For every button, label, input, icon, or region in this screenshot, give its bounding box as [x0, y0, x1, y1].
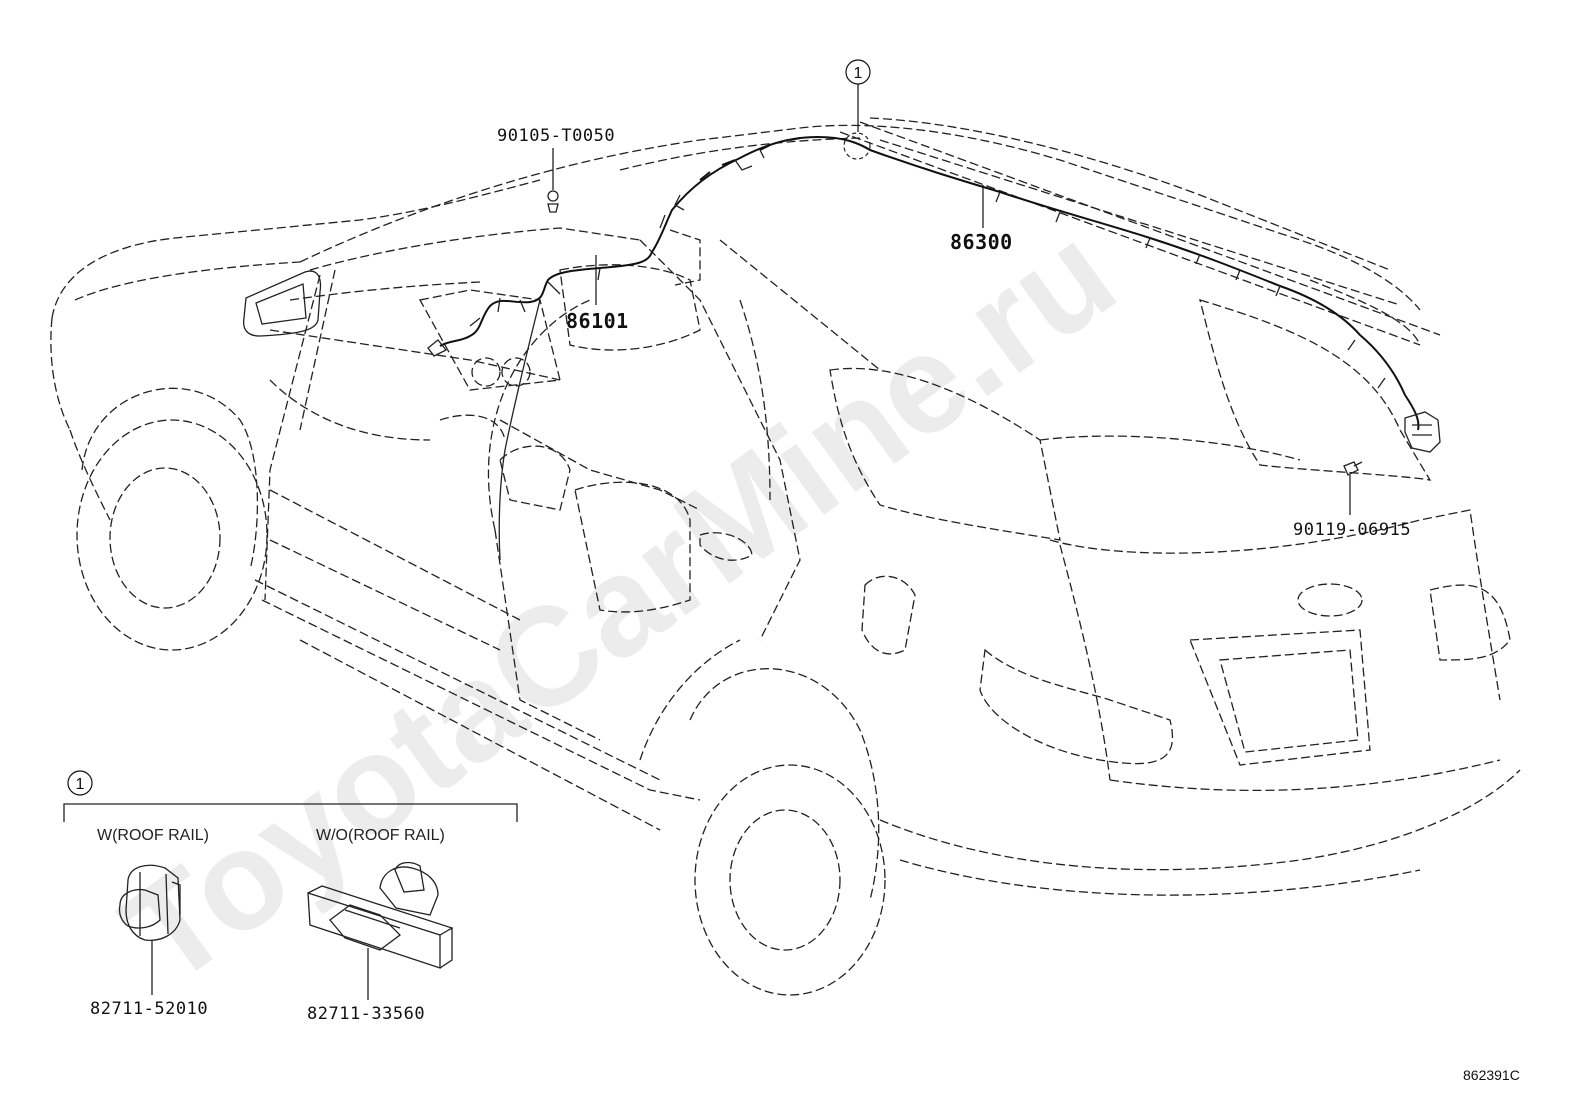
- callout-86300: 86300: [950, 230, 1013, 254]
- detail-marker-roof: 1: [845, 59, 871, 85]
- detail-marker-roof-number: 1: [854, 65, 863, 82]
- vehicle-body-outline: [50, 117, 1521, 996]
- detail-inset: 1 W(ROOF RAIL) W/O(ROOF RAIL): [63, 770, 518, 969]
- bolt-rear-icon: [1343, 461, 1363, 476]
- bolt-front-icon: [547, 190, 559, 213]
- callout-90105-T0050: 90105-T0050: [497, 126, 615, 146]
- wire-harness-86101: [427, 251, 653, 561]
- diagram-reference-code: 862391C: [1463, 1067, 1520, 1083]
- clip-no-roof-rail-drawing: [307, 861, 454, 969]
- label-without-roof-rail: W/O(ROOF RAIL): [316, 827, 445, 844]
- wire-harness-86300: [651, 132, 1441, 453]
- callout-82711-33560: 82711-33560: [307, 1004, 425, 1024]
- callout-82711-52010: 82711-52010: [90, 999, 208, 1019]
- callout-90119-06915: 90119-06915: [1293, 520, 1411, 540]
- side-mirror: [242, 270, 322, 337]
- clip-roof-rail-drawing: [118, 864, 181, 941]
- callout-86101: 86101: [566, 309, 629, 333]
- label-with-roof-rail: W(ROOF RAIL): [97, 827, 209, 844]
- leader-lines: [151, 84, 1351, 1000]
- detail-ref-circle: [843, 132, 871, 160]
- detail-inset-number: 1: [76, 776, 85, 793]
